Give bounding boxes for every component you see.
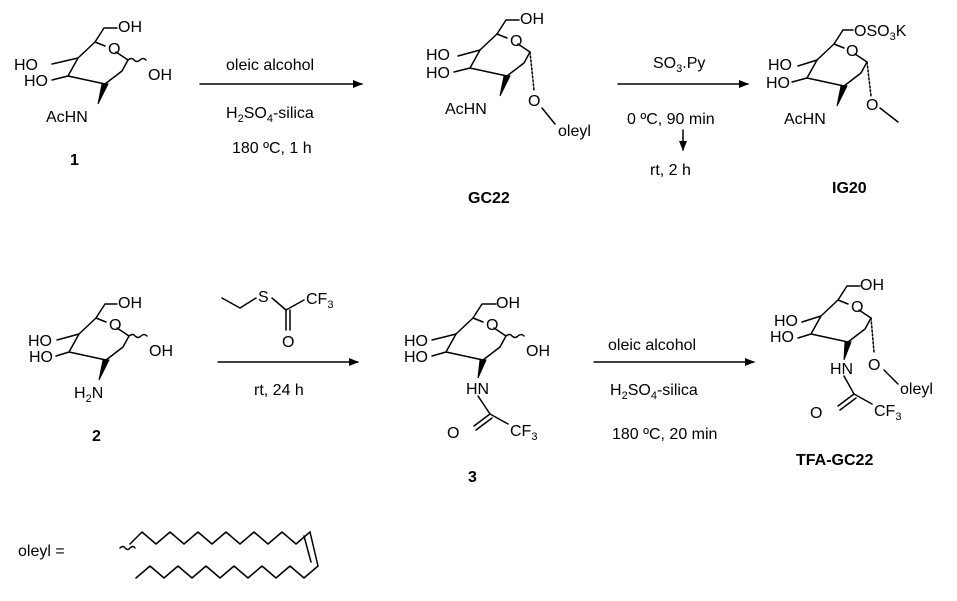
- label-o5: O: [108, 41, 120, 58]
- reagent-oleic-alcohol-2: oleic alcohol: [608, 337, 696, 354]
- label-oh6: OH: [118, 295, 142, 312]
- label-ho4: HO: [404, 333, 428, 350]
- label-o1: O: [528, 93, 540, 110]
- oleyl-legend: oleyl =: [18, 531, 319, 579]
- compound-id-tfa-gc22: TFA-GC22: [796, 452, 873, 469]
- compound-gc22: OH HO HO O AcHN O oleyl GC22: [426, 11, 591, 207]
- label-cf3: CF3: [874, 403, 901, 423]
- label-cf3: CF3: [510, 423, 537, 443]
- compound-2: OH HO HO O OH H2N 2: [28, 295, 173, 445]
- compound-id-gc22: GC22: [468, 190, 510, 207]
- label-oleyl: oleyl: [558, 123, 591, 140]
- label-nh: AcHN: [445, 101, 487, 118]
- label-oh6: OH: [520, 11, 544, 28]
- reagent-cf3: CF3: [306, 291, 333, 311]
- label-ho4: HO: [768, 57, 792, 74]
- label-oh6: OH: [118, 19, 142, 36]
- oleyl-equals-label: oleyl =: [18, 543, 65, 560]
- label-oh1: OH: [526, 343, 550, 360]
- label-ho4: HO: [774, 313, 798, 330]
- label-nh2: H2N: [74, 385, 103, 405]
- condition-rt-24h: rt, 24 h: [254, 382, 304, 399]
- reagent-o: O: [282, 334, 294, 351]
- reaction-arrow-3: S CF3 O rt, 24 h: [217, 289, 359, 399]
- reagent-h2so4-silica-2: H2SO4-silica: [610, 382, 698, 402]
- reagent-oleic-alcohol-1: oleic alcohol: [226, 57, 314, 74]
- label-ho3: HO: [404, 349, 428, 366]
- label-ho3: HO: [426, 65, 450, 82]
- label-nh: AcHN: [784, 111, 826, 128]
- reaction-arrow-4: oleic alcohol H2SO4-silica 180 ºC, 20 mi…: [593, 337, 755, 443]
- compound-tfa-gc22: OH HO HO O HN O oleyl O CF3 TFA-GC22: [770, 277, 933, 469]
- condition-0c: 0 ºC, 90 min: [627, 111, 715, 128]
- label-ho4: HO: [14, 57, 38, 74]
- label-o1: O: [868, 357, 880, 374]
- reaction-arrow-2: SO3.Py 0 ºC, 90 min rt, 2 h: [617, 55, 749, 179]
- label-ho3: HO: [29, 349, 53, 366]
- compound-ig20: OSO3K HO HO O AcHN O IG20: [766, 23, 907, 197]
- label-o1: O: [866, 97, 878, 114]
- label-oh1: OH: [149, 343, 173, 360]
- reagent-s: S: [258, 289, 269, 306]
- compound-id-ig20: IG20: [832, 180, 867, 197]
- compound-id-2: 2: [92, 428, 101, 445]
- label-ho3: HO: [770, 329, 794, 346]
- compound-1: OH HO HO O OH AcHN 1: [14, 19, 172, 169]
- label-ho3: HO: [24, 73, 48, 90]
- label-o5: O: [510, 33, 522, 50]
- label-oso3k: OSO3K: [854, 23, 907, 43]
- label-oleyl: oleyl: [900, 381, 933, 398]
- label-hn: HN: [466, 381, 489, 398]
- reagent-so3py: SO3.Py: [653, 55, 705, 75]
- label-hn: HN: [830, 361, 853, 378]
- label-oh6: OH: [496, 295, 520, 312]
- reagent-h2so4-silica-1: H2SO4-silica: [226, 105, 314, 125]
- label-oh6: OH: [860, 277, 884, 294]
- label-o: O: [447, 425, 459, 442]
- label-o5: O: [851, 299, 863, 316]
- label-oh1: OH: [148, 67, 172, 84]
- condition-temp-1: 180 ºC, 1 h: [232, 140, 312, 157]
- condition-rt-2h: rt, 2 h: [650, 162, 691, 179]
- label-o5: O: [109, 317, 121, 334]
- label-o5: O: [486, 317, 498, 334]
- compound-id-1: 1: [70, 152, 79, 169]
- label-o5: O: [846, 43, 858, 60]
- label-o: O: [810, 405, 822, 422]
- compound-3: OH HO HO O OH HN O CF3 3: [404, 295, 550, 486]
- condition-temp-2: 180 ºC, 20 min: [612, 426, 717, 443]
- label-ho3: HO: [766, 75, 790, 92]
- label-ho4: HO: [426, 47, 450, 64]
- compound-id-3: 3: [468, 469, 477, 486]
- reaction-arrow-1: oleic alcohol H2SO4-silica 180 ºC, 1 h: [199, 57, 363, 157]
- label-ho4: HO: [28, 333, 52, 350]
- label-nh: AcHN: [46, 109, 88, 126]
